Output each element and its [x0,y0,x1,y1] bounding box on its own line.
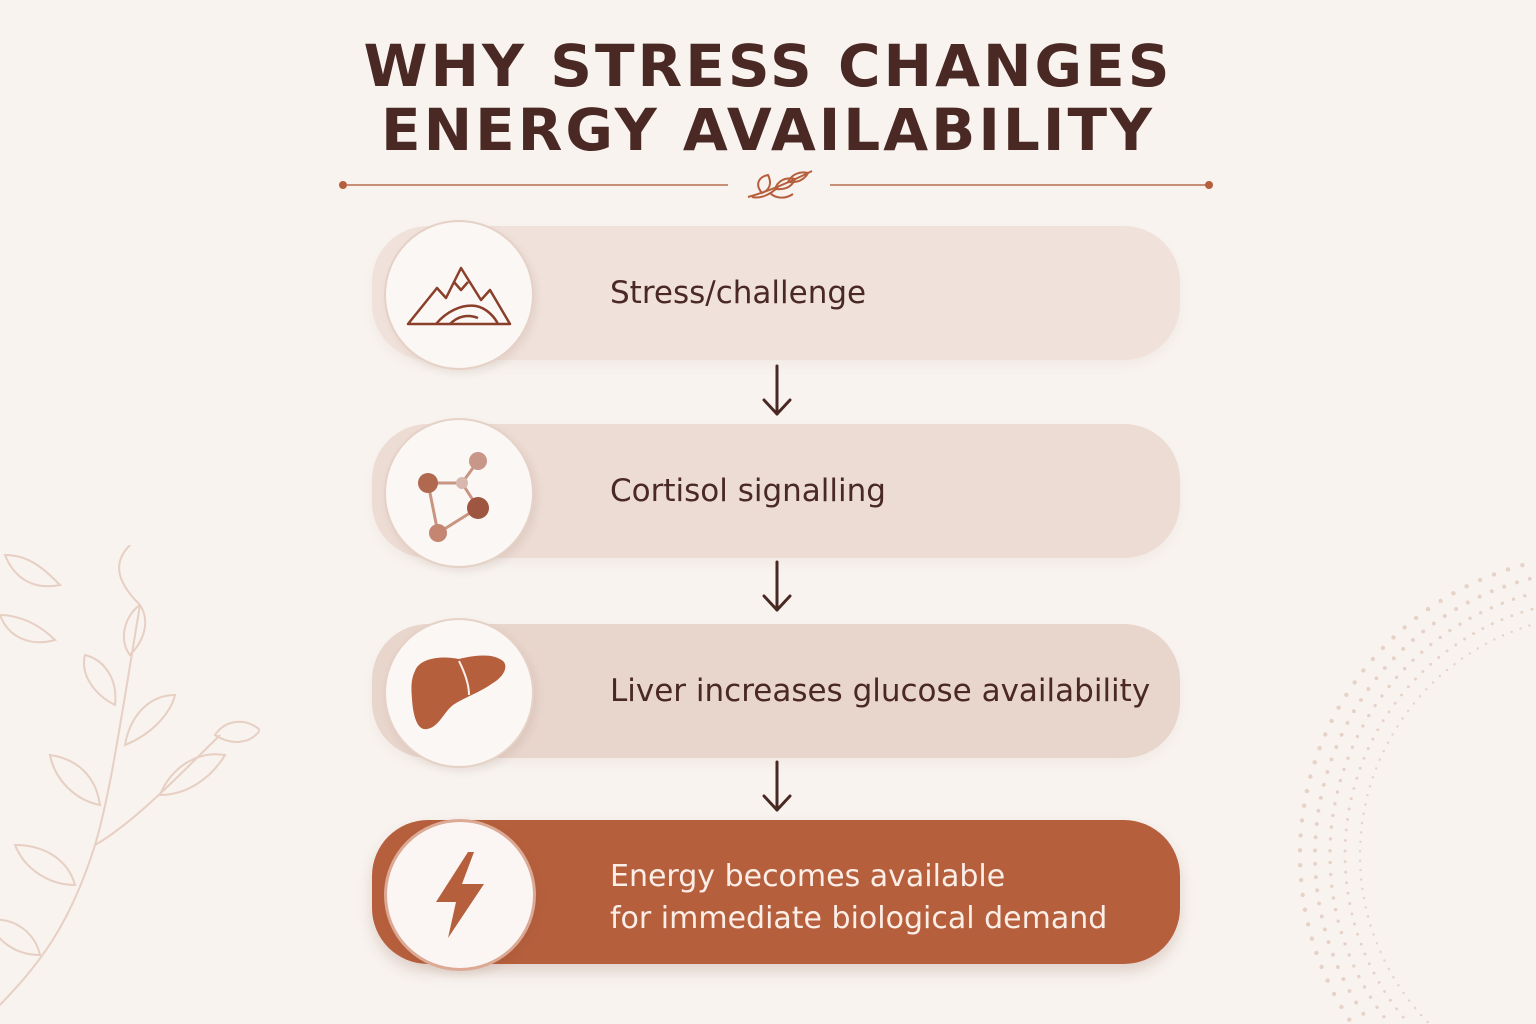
icon-circle [384,618,534,768]
step-cortisol-signalling: Cortisol signalling [372,418,1180,568]
molecule-icon [418,452,489,542]
icon-circle [384,220,534,370]
step-stress-challenge: Stress/challenge [372,220,1180,370]
sprig-icon [747,170,813,199]
title-line-2: ENERGY AVAILABILITY [380,96,1156,164]
step-label-line-2: for immediate biological demand [610,901,1108,936]
step-label-line-1: Energy becomes available [610,859,1006,894]
step-label: Liver increases glucose availability [610,673,1151,709]
page-title: WHY STRESS CHANGES ENERGY AVAILABILITY [0,34,1536,162]
liver-icon [411,655,506,730]
leaf-branch-icon [0,545,260,1007]
title-line-1: WHY STRESS CHANGES [363,32,1173,100]
title-divider [339,170,1213,199]
dotted-arc [1297,563,1534,1024]
step-label: Energy becomes available for immediate b… [610,856,1107,940]
step-label: Stress/challenge [610,275,867,311]
arrow-down-icon [762,364,792,416]
lightning-bolt-icon [436,852,484,938]
arrow-down-icon [762,560,792,612]
step-liver-glucose: Liver increases glucose availability [372,618,1180,768]
arrow-down-icon [762,760,792,812]
step-label: Cortisol signalling [610,473,886,509]
icon-circle [384,819,536,971]
mountain-icon [406,266,512,326]
step-energy-available: Energy becomes available for immediate b… [372,819,1180,971]
icon-circle [384,418,534,568]
